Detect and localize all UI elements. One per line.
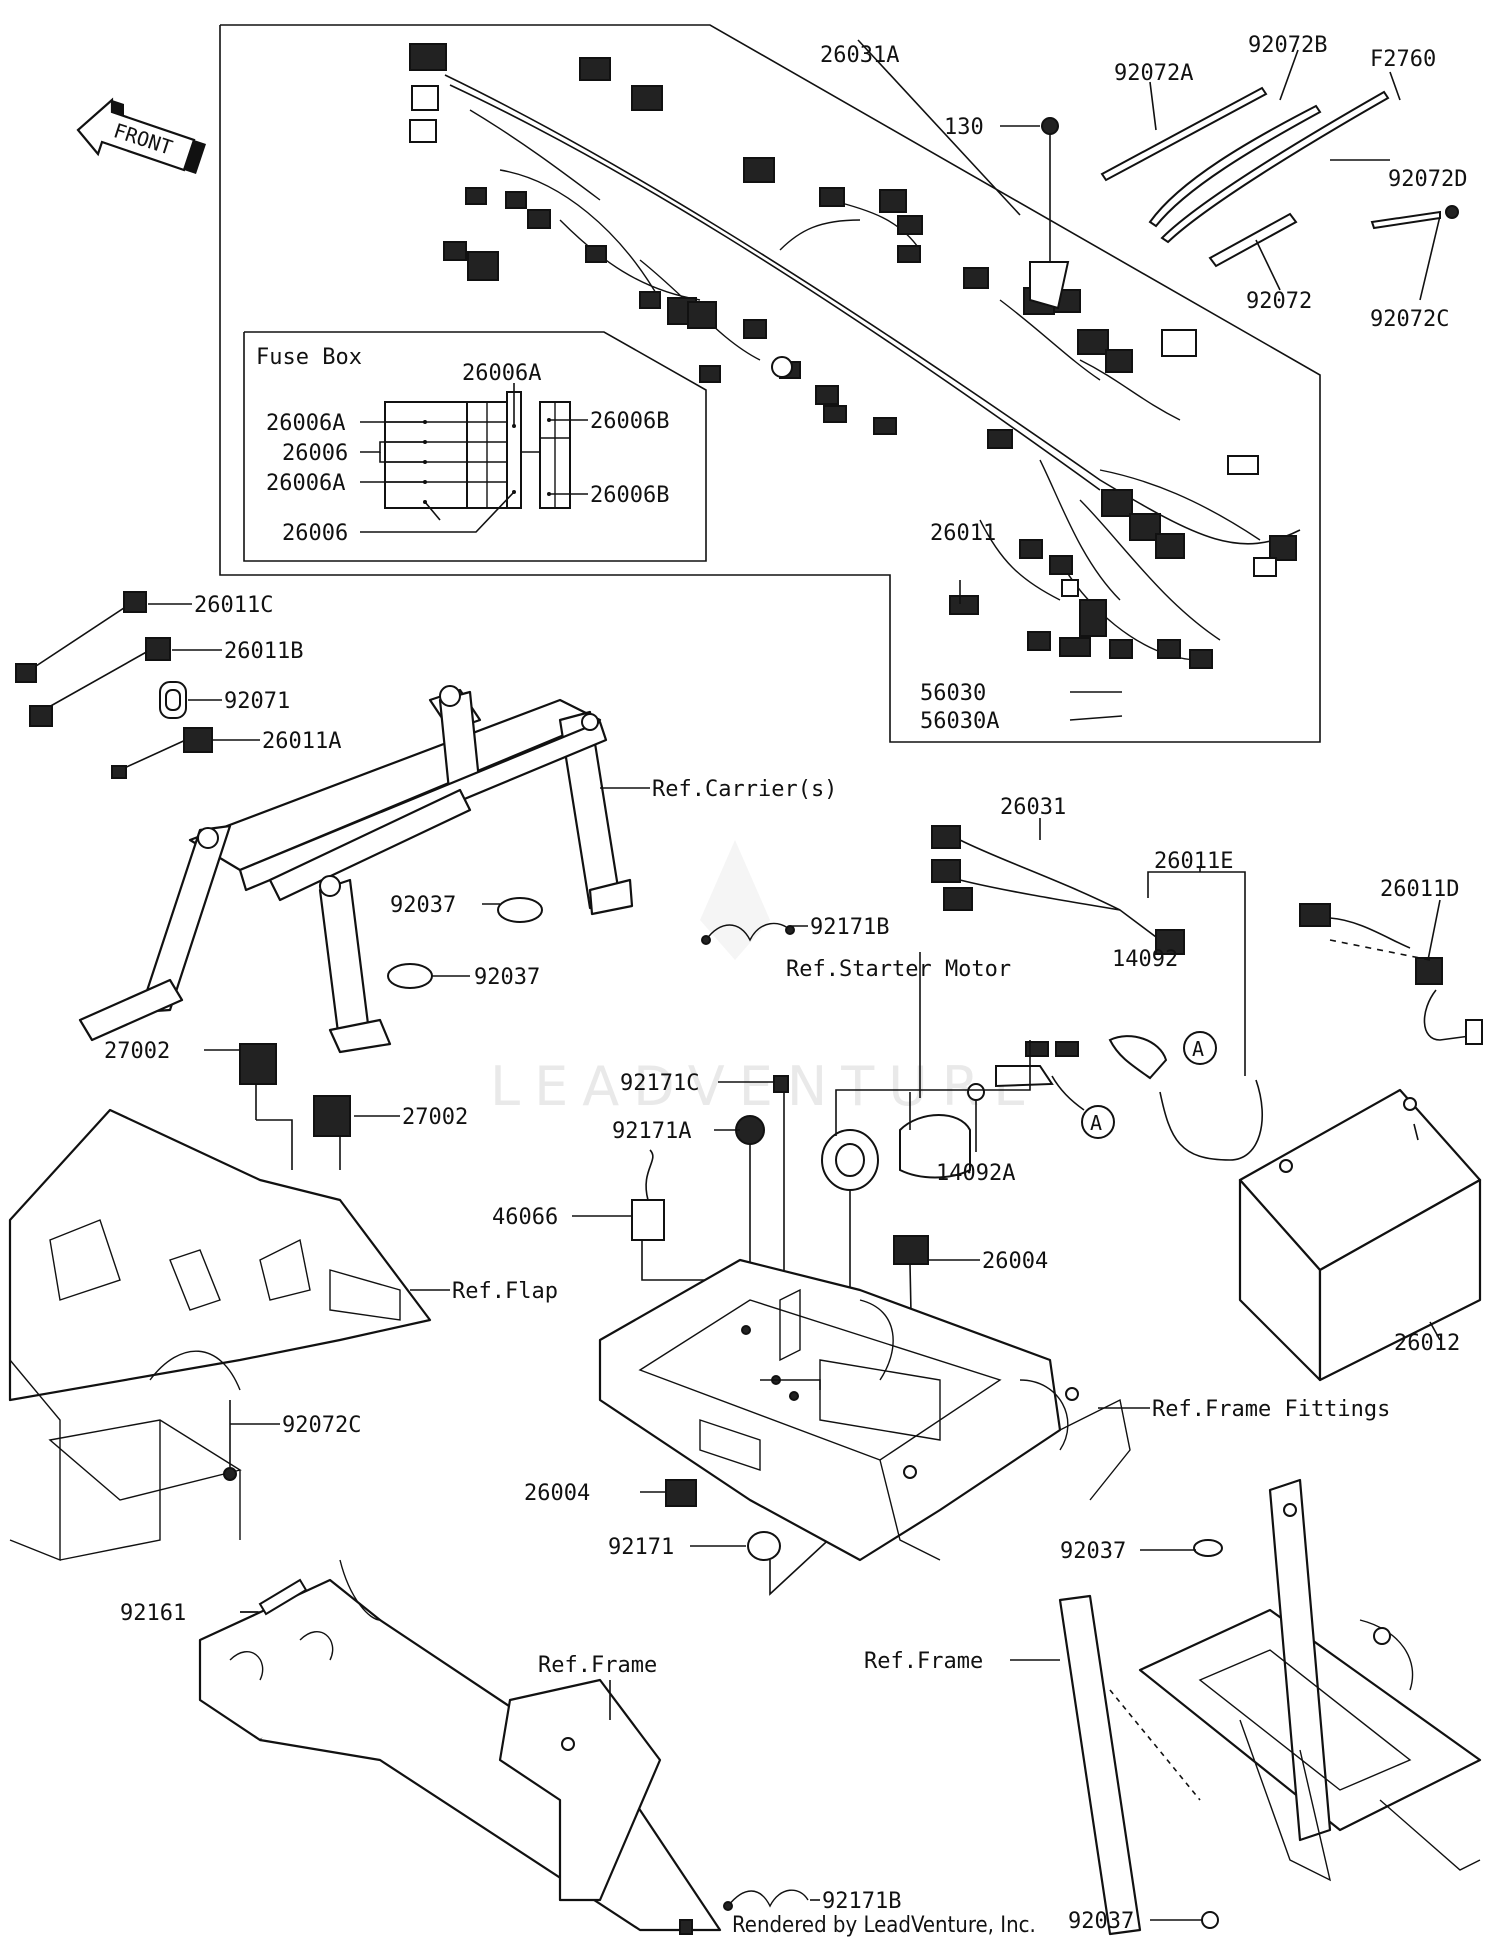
callout-92072B: 92072B — [1248, 33, 1327, 58]
sub-harness-26011B — [29, 637, 171, 727]
callout-F2760: F2760 — [1370, 47, 1436, 72]
sub-harness-26011C — [15, 591, 147, 683]
carrier-frame — [78, 685, 634, 1054]
frame-lower-right — [1058, 1478, 1482, 1936]
callout-92072C-top: 92072C — [1370, 307, 1449, 332]
callout-92072: 92072 — [1246, 289, 1312, 314]
sub-harness-26031 — [931, 825, 1185, 955]
callout-26012: 26012 — [1394, 1331, 1460, 1356]
frame-fittings-tray — [598, 1258, 1131, 1562]
sub-harness-26011D — [1299, 903, 1483, 1045]
callout-92037-d: 92037 — [1068, 1909, 1134, 1934]
frame-lower-left — [198, 1578, 722, 1935]
relay-27002-b — [313, 1095, 351, 1170]
connector-26004-b — [665, 1479, 697, 1507]
starter-solenoid — [821, 952, 1085, 1290]
watermark-text: LEADVENTURE — [490, 1055, 1041, 1118]
cable-tie-92072C-bottom — [223, 1400, 237, 1481]
callout-56030: 56030 — [920, 681, 986, 706]
callout-26006-2: 26006 — [282, 521, 348, 546]
ref-frame-a: Ref.Frame — [538, 1653, 657, 1678]
callout-26011D: 26011D — [1380, 877, 1459, 902]
callout-92171B-top: 92171B — [810, 915, 889, 940]
grommet-92071 — [159, 681, 187, 719]
callout-92072A: 92072A — [1114, 61, 1193, 86]
callout-26004-b: 26004 — [524, 1481, 590, 1506]
fuse-box-grid — [360, 383, 588, 533]
callout-26004-a: 26004 — [982, 1249, 1048, 1274]
callout-92171C: 92171C — [620, 1071, 699, 1096]
callout-130: 130 — [944, 115, 984, 140]
clamp-92037-right-bottom — [1201, 1911, 1219, 1929]
callout-26011E: 26011E — [1154, 849, 1233, 874]
callout-46066: 46066 — [492, 1205, 558, 1230]
fuse-46066 — [631, 1149, 740, 1281]
credit-text: Rendered by LeadVenture, Inc. — [732, 1913, 1036, 1938]
callout-92171: 92171 — [608, 1535, 674, 1560]
callout-92071: 92071 — [224, 689, 290, 714]
clamp-92037-right-top — [1193, 1539, 1223, 1557]
callout-26011B: 26011B — [224, 639, 303, 664]
ref-flap: Ref.Flap — [452, 1279, 558, 1304]
callout-26031A: 26031A — [820, 43, 899, 68]
clip-92171C — [773, 1075, 789, 1270]
circle-marker-a-2: A — [1081, 1105, 1115, 1139]
callout-92161: 92161 — [120, 1601, 186, 1626]
callout-26011C: 26011C — [194, 593, 273, 618]
bolt-130 — [1041, 117, 1059, 262]
callout-26006A-top: 26006A — [462, 361, 541, 386]
callout-27002-a: 27002 — [104, 1039, 170, 1064]
callout-56030A: 56030A — [920, 709, 999, 734]
watermark-logo — [700, 840, 770, 960]
clip-92171A — [735, 1115, 765, 1270]
callout-26011: 26011 — [930, 521, 996, 546]
callout-27002-b: 27002 — [402, 1105, 468, 1130]
ref-starter-motor: Ref.Starter Motor — [786, 957, 1011, 982]
callout-92171B-bottom: 92171B — [822, 1889, 901, 1914]
circle-marker-a-1: A — [1183, 1031, 1217, 1065]
fuse-box-title: Fuse Box — [256, 345, 362, 370]
front-arrow-icon: FRONT — [76, 97, 206, 174]
ref-carriers: Ref.Carrier(s) — [652, 777, 837, 802]
callout-14092: 14092 — [1112, 947, 1178, 972]
ref-frame-b: Ref.Frame — [864, 1649, 983, 1674]
callout-26006-1: 26006 — [282, 441, 348, 466]
clip-92171B-bottom — [723, 1889, 809, 1911]
clamp-92037 — [387, 897, 543, 989]
svg-text:A: A — [1090, 1111, 1102, 1135]
callout-26006A-2: 26006A — [266, 471, 345, 496]
relay-27002-a — [239, 1043, 293, 1170]
callout-92171A: 92171A — [612, 1119, 691, 1144]
main-harness-boundary — [219, 24, 1321, 743]
callout-26011A: 26011A — [262, 729, 341, 754]
battery-26012 — [1238, 1088, 1482, 1382]
callout-26031: 26031 — [1000, 795, 1066, 820]
callout-labels: 26031A 92072A 92072B F2760 130 92072D 92… — [104, 33, 1467, 1934]
callout-92072D: 92072D — [1388, 167, 1467, 192]
callout-14092A: 14092A — [936, 1161, 1015, 1186]
battery-cable-26011E — [1108, 868, 1263, 1161]
fuse-box-boundary — [243, 331, 707, 562]
callout-92072C-bottom: 92072C — [282, 1413, 361, 1438]
callout-26006B-2: 26006B — [590, 483, 669, 508]
callout-26006B-1: 26006B — [590, 409, 669, 434]
main-wire-harness — [409, 43, 1301, 669]
svg-text:A: A — [1192, 1037, 1204, 1061]
cable-ties — [1100, 86, 1459, 268]
sub-harness-26011A — [111, 727, 213, 779]
ref-frame-fittings: Ref.Frame Fittings — [1152, 1397, 1390, 1422]
callout-92037-b: 92037 — [474, 965, 540, 990]
callout-92037-a: 92037 — [390, 893, 456, 918]
callout-26006A-1: 26006A — [266, 411, 345, 436]
callout-92037-c: 92037 — [1060, 1539, 1126, 1564]
callout-leaders — [148, 39, 1441, 1921]
flap-panel — [8, 1108, 432, 1562]
